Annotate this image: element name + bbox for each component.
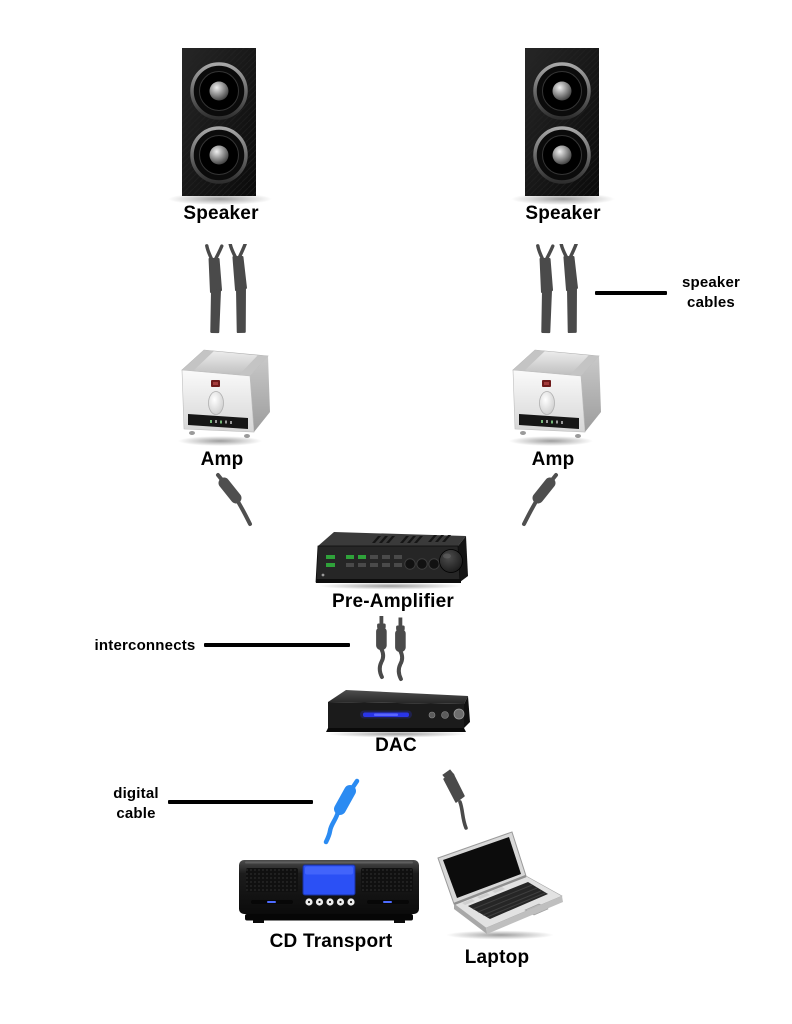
interconnects-label: interconnects xyxy=(94,637,196,654)
speaker-right-label: Speaker xyxy=(525,203,601,224)
amp-left-icon xyxy=(170,344,274,448)
dac-label: DAC xyxy=(375,735,417,756)
preamp-label: Pre-Amplifier xyxy=(332,591,454,612)
laptop-label: Laptop xyxy=(464,947,530,968)
amp-left-plug-icon xyxy=(212,472,264,536)
amp-right-plug-icon xyxy=(510,472,562,536)
speaker-left-label: Speaker xyxy=(183,203,259,224)
preamp-volume-knob xyxy=(439,549,463,573)
digital-cable-icon xyxy=(323,778,360,845)
digital-cable-label: digital cable xyxy=(113,785,159,822)
interconnects-callout-line xyxy=(204,643,350,647)
cd-transport-icon xyxy=(239,860,419,923)
speaker-cables-callout-label: speaker cables xyxy=(681,274,741,311)
usb-cable-icon xyxy=(442,769,468,830)
speaker-cables-left-icon xyxy=(195,244,255,336)
laptop-icon xyxy=(437,831,563,940)
amp-right-icon xyxy=(501,344,605,448)
digital-cable-callout-line xyxy=(168,800,313,804)
speaker-left-icon xyxy=(164,44,276,208)
speaker-cables-right-icon xyxy=(526,244,586,336)
dac-knob xyxy=(453,708,465,720)
amp-left-label: Amp xyxy=(200,449,244,470)
amp-right-label: Amp xyxy=(531,449,575,470)
cd-transport-label: CD Transport xyxy=(269,931,393,952)
speaker-cables-callout-line xyxy=(595,291,667,295)
dac-icon xyxy=(326,690,470,738)
interconnects-icon xyxy=(376,616,406,681)
preamp-icon xyxy=(315,532,468,590)
speaker-right-icon xyxy=(507,44,619,208)
